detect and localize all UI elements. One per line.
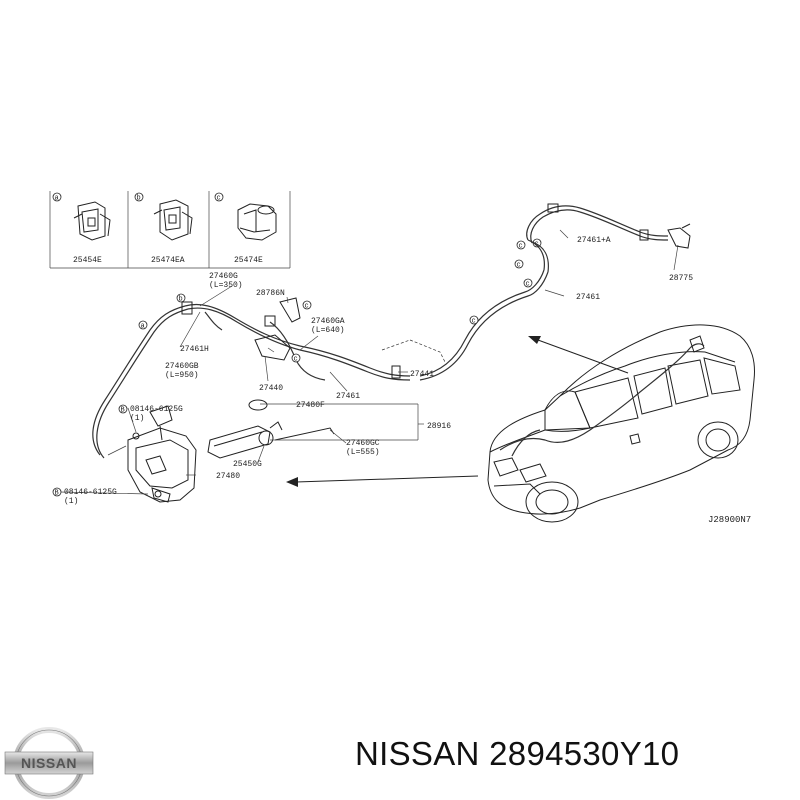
callout-letter: c — [217, 195, 221, 203]
part-number-label: 27460GC — [346, 439, 380, 448]
bolt-part-label: 08146-6125G — [64, 488, 117, 497]
bolt-qty-label: (1) — [130, 414, 144, 423]
inset-b: b 25474EA — [134, 192, 193, 265]
callout-letter: c — [472, 318, 476, 326]
logo-text: NISSAN — [21, 755, 77, 771]
washer-reservoir — [107, 405, 197, 503]
part-number-label: 27461 — [576, 293, 600, 302]
part-number-label: 27460G — [209, 272, 238, 281]
hose-length-label: (L=555) — [346, 448, 380, 457]
hose-length-label: (L=950) — [165, 371, 199, 380]
bolt-part-label: 08146-6125G — [130, 405, 183, 414]
part-number-label: 27480F — [296, 401, 325, 410]
callout-letter: c — [294, 356, 298, 364]
callout-letter: b — [179, 296, 183, 304]
hose-length-label: (L=640) — [311, 326, 345, 335]
inset-a: a 25454E — [52, 192, 111, 265]
part-number-label: 25474E — [234, 256, 263, 265]
part-number-label: 27461+A — [577, 236, 611, 245]
part-number-label: 27460GA — [311, 317, 345, 326]
callout-letter: c — [526, 281, 530, 289]
inset-panel: a 25454E b 25474EA c 25474E — [49, 191, 291, 269]
diagram-code: J28900N7 — [708, 515, 751, 525]
callout-letter: a — [55, 195, 59, 203]
callout-letter: B — [121, 407, 125, 415]
rear-washer-hose — [526, 203, 691, 273]
callout-letter: c — [305, 303, 309, 311]
part-number-label: 28786N — [256, 289, 285, 298]
callout-letter: B — [55, 490, 59, 498]
hose-clip-callouts: b a c c c c c c c B B — [52, 238, 542, 498]
part-labels: 27460G (L=350) 28786N 27460GA (L=640) 27… — [64, 236, 693, 506]
nissan-logo: NISSAN — [4, 727, 94, 799]
part-number-label: 27441 — [410, 370, 434, 379]
part-number-label: 25454E — [73, 256, 102, 265]
part-number-label: 27460GB — [165, 362, 199, 371]
hose-length-label: (L=350) — [209, 281, 243, 290]
leader-lines — [59, 229, 679, 495]
part-number-label: 25474EA — [151, 256, 185, 265]
part-number-label: 28916 — [427, 422, 451, 431]
part-number-label: 28775 — [669, 274, 693, 283]
part-number-label: 25450G — [233, 460, 262, 469]
bolt-qty-label: (1) — [64, 497, 78, 506]
callout-letter: a — [141, 323, 145, 331]
callout-letter: c — [519, 243, 523, 251]
part-number-label: 27480 — [216, 472, 240, 481]
inset-c: c 25474E — [214, 192, 277, 265]
vehicle-illustration — [487, 324, 755, 523]
part-number-label: 27461H — [180, 345, 209, 354]
callout-letter: c — [517, 262, 521, 270]
pointer-arrows — [286, 336, 629, 487]
part-number-label: 27461 — [336, 392, 360, 401]
part-number-caption: NISSAN 2894530Y10 — [355, 735, 680, 772]
part-number-label: 27440 — [259, 384, 283, 393]
callout-letter: b — [137, 195, 141, 203]
